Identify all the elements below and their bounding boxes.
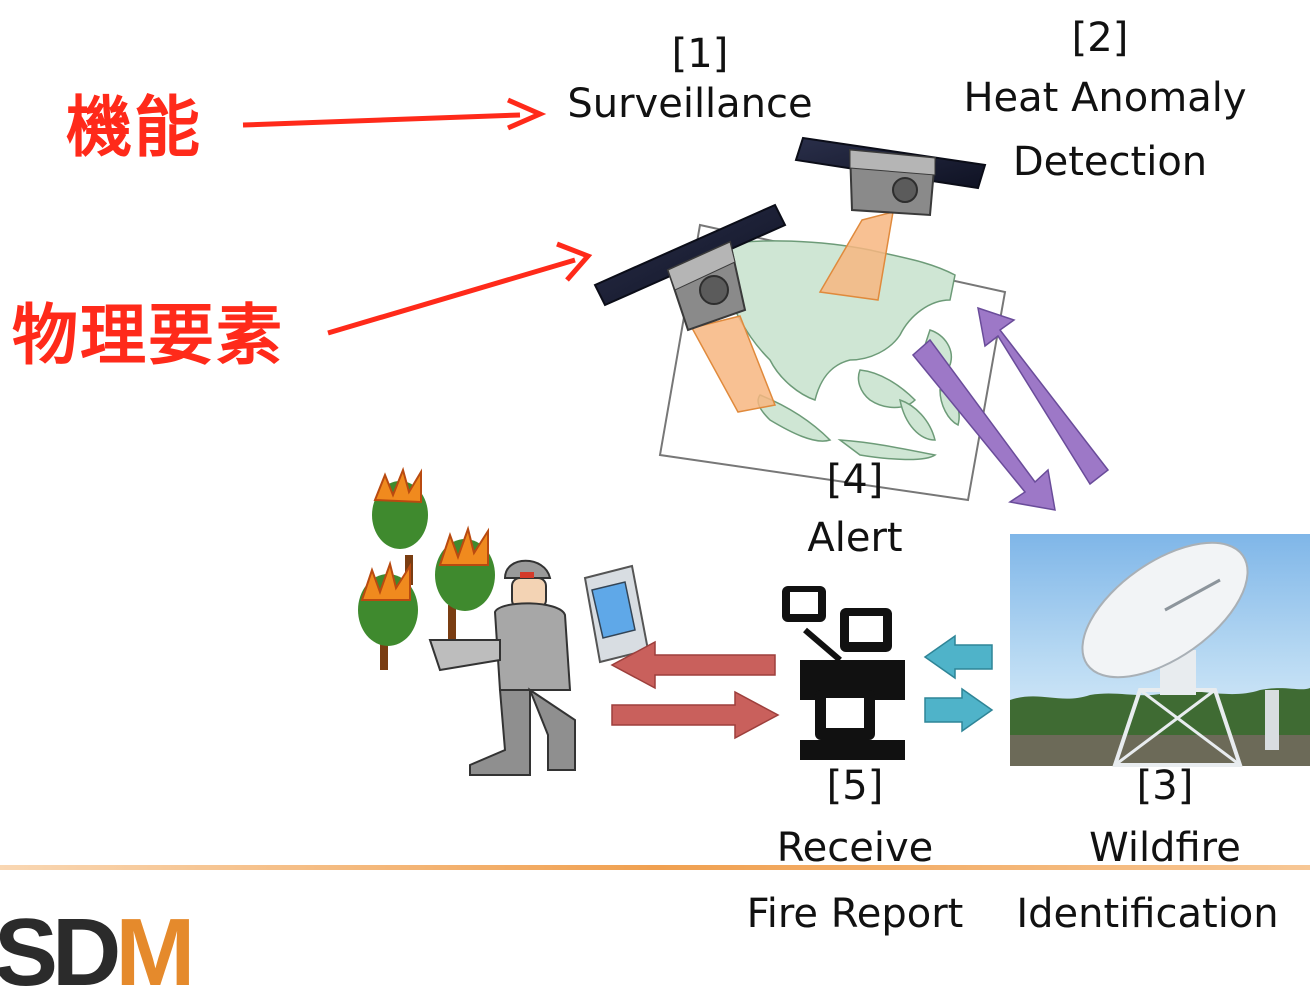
physical-element-annotation: 物理要素	[12, 297, 284, 374]
downlink-arrow	[911, 338, 1056, 511]
node-2-number: [2]	[1071, 15, 1129, 61]
firefighter	[428, 559, 576, 776]
node-1-label: Surveillance	[567, 81, 813, 127]
diagram-canvas	[0, 97, 1310, 870]
logo-text-main: SD	[0, 899, 121, 1006]
node-1-number: [1]	[671, 31, 729, 77]
logo-text-accent: M	[115, 899, 195, 1006]
function-arrow	[242, 97, 547, 131]
pda-device	[583, 564, 650, 664]
map-image	[658, 223, 1007, 502]
burning-trees	[358, 466, 495, 670]
teal-arrow-right	[924, 687, 994, 733]
node-3-label-line2: Identification	[1016, 891, 1279, 937]
satellite-1	[593, 203, 787, 332]
sdm-logo: SDM	[0, 905, 195, 1001]
teal-arrow-left	[923, 634, 993, 680]
uplink-arrow	[977, 306, 1110, 486]
node-5-label-line1: Receive	[776, 825, 934, 871]
alert-arrow	[610, 640, 776, 690]
node-5-number: [5]	[826, 763, 884, 809]
ground-station-photo	[1010, 534, 1310, 767]
node-2-label-line2: Detection	[1012, 139, 1208, 185]
beam-2	[818, 210, 894, 301]
report-arrow	[611, 690, 780, 740]
node-4-label: Alert	[807, 515, 903, 561]
function-annotation: 機能	[66, 89, 202, 166]
satellite-2	[794, 136, 987, 217]
footer-divider	[0, 865, 1310, 870]
node-5-label-line2: Fire Report	[746, 891, 964, 937]
physical-arrow	[327, 241, 593, 336]
node-3-label-line1: Wildfire	[1089, 825, 1241, 871]
computer-workstation	[782, 586, 905, 760]
node-4-number: [4]	[826, 457, 884, 503]
beam-1	[690, 315, 777, 413]
node-2-label-line1: Heat Anomaly	[963, 75, 1247, 121]
node-3-number: [3]	[1136, 763, 1194, 809]
